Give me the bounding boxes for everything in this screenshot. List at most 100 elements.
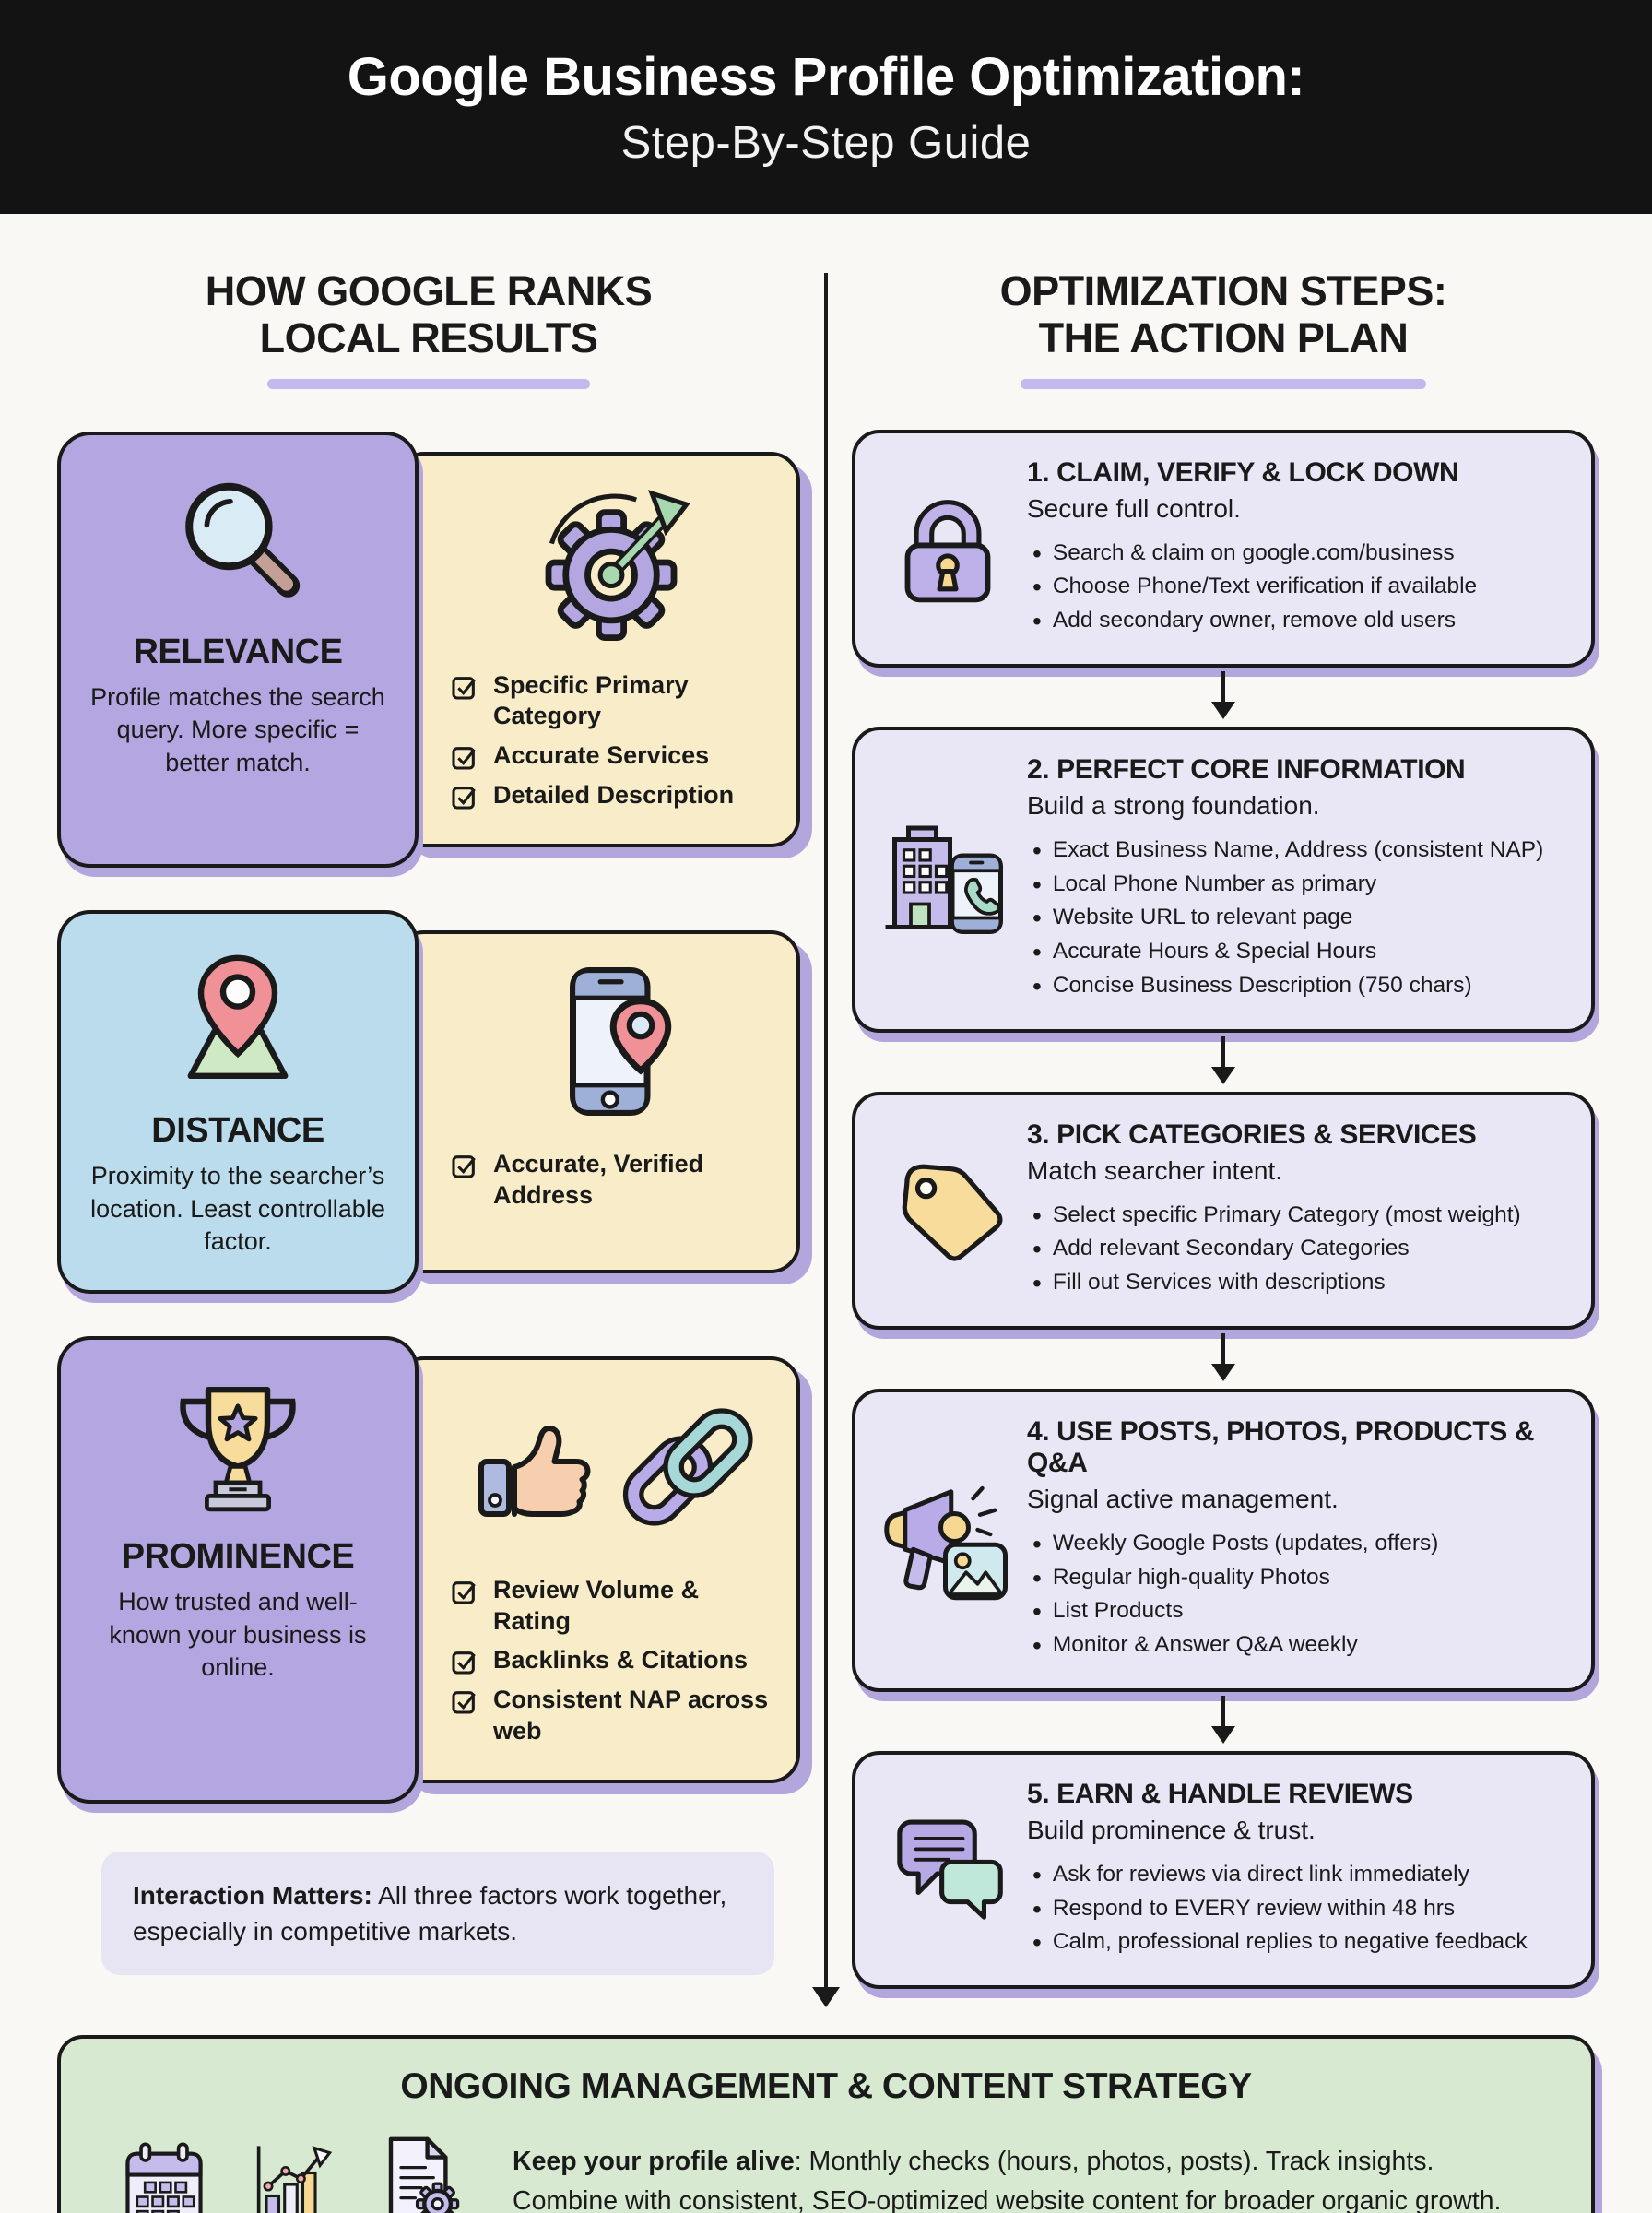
right-heading-line1: OPTIMIZATION STEPS: <box>999 267 1447 314</box>
step-title: 1. CLAIM, VERIFY & LOCK DOWN <box>1027 456 1459 488</box>
magnifier-icon <box>164 463 312 620</box>
interaction-note: Interaction Matters: All three factors w… <box>101 1851 774 1976</box>
phone-location-icon <box>531 954 692 1128</box>
factor-description: How trusted and well-known your business… <box>109 1587 367 1682</box>
step-bullets: Select specific Primary Category (most w… <box>1027 1199 1567 1300</box>
link-icon <box>622 1408 753 1526</box>
bullet-item: Website URL to relevant page <box>1027 901 1567 935</box>
checklist-label: Consistent NAP across web <box>493 1686 769 1746</box>
flow-arrow <box>852 668 1595 727</box>
page-subtitle: Step-By-Step Guide <box>620 117 1032 168</box>
checklist-label: Accurate, Verified Address <box>493 1150 704 1209</box>
checkbox-icon <box>452 747 476 770</box>
checklist-item: Accurate Services <box>450 740 773 772</box>
step-card-1: 1. CLAIM, VERIFY & LOCK DOWN Secure full… <box>852 429 1595 668</box>
bullet-item: Search & claim on google.com/business <box>1027 537 1567 571</box>
padlock-icon <box>868 489 1027 607</box>
checklist-label: Detailed Description <box>493 781 735 810</box>
page-title: Google Business Profile Optimization: <box>347 46 1305 107</box>
step-title: 5. EARN & HANDLE REVIEWS <box>1027 1778 1413 1809</box>
prominence-checklist-card: Review Volume & Rating Backlinks & Citat… <box>395 1355 800 1783</box>
thumbs-up-icon <box>478 1425 591 1517</box>
step-card-2: 2. PERFECT CORE INFORMATION Build a stro… <box>852 726 1595 1033</box>
bullet-item: Accurate Hours & Special Hours <box>1027 935 1567 969</box>
step-card-4: 4. USE POSTS, PHOTOS, PRODUCTS & Q&A Sig… <box>852 1388 1595 1692</box>
note-text: All three factors work together, especia… <box>133 1880 727 1947</box>
bullet-item: Respond to EVERY review within 48 hrs <box>1027 1892 1567 1926</box>
thumbs-up-and-link-icon <box>465 1380 758 1554</box>
report-gear-icon <box>388 2136 460 2213</box>
bullet-item: Concise Business Description (750 chars) <box>1027 969 1567 1003</box>
checkbox-icon <box>452 1581 476 1604</box>
building-phone-icon <box>868 819 1027 939</box>
footer-title: ONGOING MANAGEMENT & CONTENT STRATEGY <box>400 2066 1252 2107</box>
chat-bubbles-icon <box>868 1810 1027 1928</box>
checklist-item: Specific Primary Category <box>450 670 773 733</box>
bullet-item: Weekly Google Posts (updates, offers) <box>1027 1527 1567 1561</box>
checkbox-icon <box>452 1691 476 1715</box>
factor-row-distance: DISTANCE Proximity to the searcher’s loc… <box>57 910 800 1294</box>
step-subtitle: Build prominence & trust. <box>1027 1815 1316 1844</box>
bullet-item: Fill out Services with descriptions <box>1027 1266 1567 1300</box>
factor-row-relevance: RELEVANCE Profile matches the search que… <box>57 431 800 869</box>
step-card-3: 3. PICK CATEGORIES & SERVICES Match sear… <box>852 1091 1595 1330</box>
prominence-card: PROMINENCE How trusted and well-known yo… <box>57 1335 419 1804</box>
step-card-5: 5. EARN & HANDLE REVIEWS Build prominenc… <box>852 1750 1595 1990</box>
center-divider-arrow <box>824 273 828 1990</box>
step-title: 4. USE POSTS, PHOTOS, PRODUCTS & Q&A <box>1027 1415 1535 1478</box>
factor-name: RELEVANCE <box>133 632 343 671</box>
step-bullets: Exact Business Name, Address (consistent… <box>1027 834 1567 1003</box>
bullet-item: Select specific Primary Category (most w… <box>1027 1199 1567 1233</box>
step-subtitle: Signal active management. <box>1027 1484 1339 1513</box>
step-bullets: Search & claim on google.com/business Ch… <box>1027 537 1567 638</box>
footer-lead-rest: : Monthly checks (hours, photos, posts).… <box>794 2147 1434 2177</box>
calendar-icon <box>125 2142 203 2213</box>
flow-arrow <box>852 1330 1595 1389</box>
bullet-item: Exact Business Name, Address (consistent… <box>1027 834 1567 868</box>
bullet-item: Regular high-quality Photos <box>1027 1561 1567 1595</box>
trophy-icon <box>164 1367 312 1524</box>
main-columns: HOW GOOGLE RANKS LOCAL RESULTS RELEV <box>0 214 1652 2013</box>
checkbox-icon <box>452 787 476 810</box>
factor-name: PROMINENCE <box>121 1536 355 1576</box>
footer-lead-bold: Keep your profile alive <box>513 2147 795 2177</box>
step-bullets: Weekly Google Posts (updates, offers) Re… <box>1027 1527 1567 1663</box>
checkbox-icon <box>452 676 476 700</box>
header-banner: Google Business Profile Optimization: St… <box>0 0 1652 214</box>
footer-text: Keep your profile alive: Monthly checks … <box>513 2142 1501 2213</box>
bullet-item: Monitor & Answer Q&A weekly <box>1027 1628 1567 1663</box>
step-title: 2. PERFECT CORE INFORMATION <box>1027 753 1466 785</box>
step-body: 3. PICK CATEGORIES & SERVICES Match sear… <box>1027 1119 1567 1300</box>
left-heading-line2: LOCAL RESULTS <box>259 314 598 362</box>
relevance-card: RELEVANCE Profile matches the search que… <box>57 431 419 869</box>
checklist-item: Review Volume & Rating <box>450 1575 773 1638</box>
checklist-label: Backlinks & Citations <box>493 1646 749 1675</box>
bullet-item: List Products <box>1027 1594 1567 1628</box>
note-bold: Interaction Matters: <box>133 1880 372 1910</box>
flow-arrow <box>852 1033 1595 1092</box>
factor-name: DISTANCE <box>151 1111 324 1151</box>
heading-underline <box>1021 378 1426 389</box>
price-tag-icon <box>868 1150 1027 1270</box>
bullet-item: Add relevant Secondary Categories <box>1027 1232 1567 1266</box>
step-subtitle: Match searcher intent. <box>1027 1155 1283 1185</box>
step-body: 5. EARN & HANDLE REVIEWS Build prominenc… <box>1027 1779 1567 1959</box>
megaphone-photo-icon <box>868 1474 1027 1604</box>
distance-checklist: Accurate, Verified Address <box>450 1141 770 1220</box>
checklist-item: Detailed Description <box>450 780 773 811</box>
factor-description: Profile matches the search query. More s… <box>90 682 385 776</box>
right-column-heading: OPTIMIZATION STEPS: THE ACTION PLAN <box>852 267 1595 362</box>
step-body: 4. USE POSTS, PHOTOS, PRODUCTS & Q&A Sig… <box>1027 1416 1567 1663</box>
checklist-label: Specific Primary Category <box>493 670 689 730</box>
bullet-item: Calm, professional replies to negative f… <box>1027 1925 1567 1959</box>
step-body: 1. CLAIM, VERIFY & LOCK DOWN Secure full… <box>1027 457 1567 638</box>
bullet-item: Ask for reviews via direct link immediat… <box>1027 1858 1567 1892</box>
bullet-item: Add secondary owner, remove old users <box>1027 604 1567 638</box>
step-body: 2. PERFECT CORE INFORMATION Build a stro… <box>1027 754 1567 1003</box>
footer-row: Keep your profile alive: Monthly checks … <box>103 2131 1549 2213</box>
checklist-item: Accurate, Verified Address <box>450 1149 770 1212</box>
bullet-item: Local Phone Number as primary <box>1027 868 1567 902</box>
checkbox-icon <box>452 1651 476 1675</box>
factor-description: Proximity to the searcher’s location. Le… <box>90 1162 385 1256</box>
